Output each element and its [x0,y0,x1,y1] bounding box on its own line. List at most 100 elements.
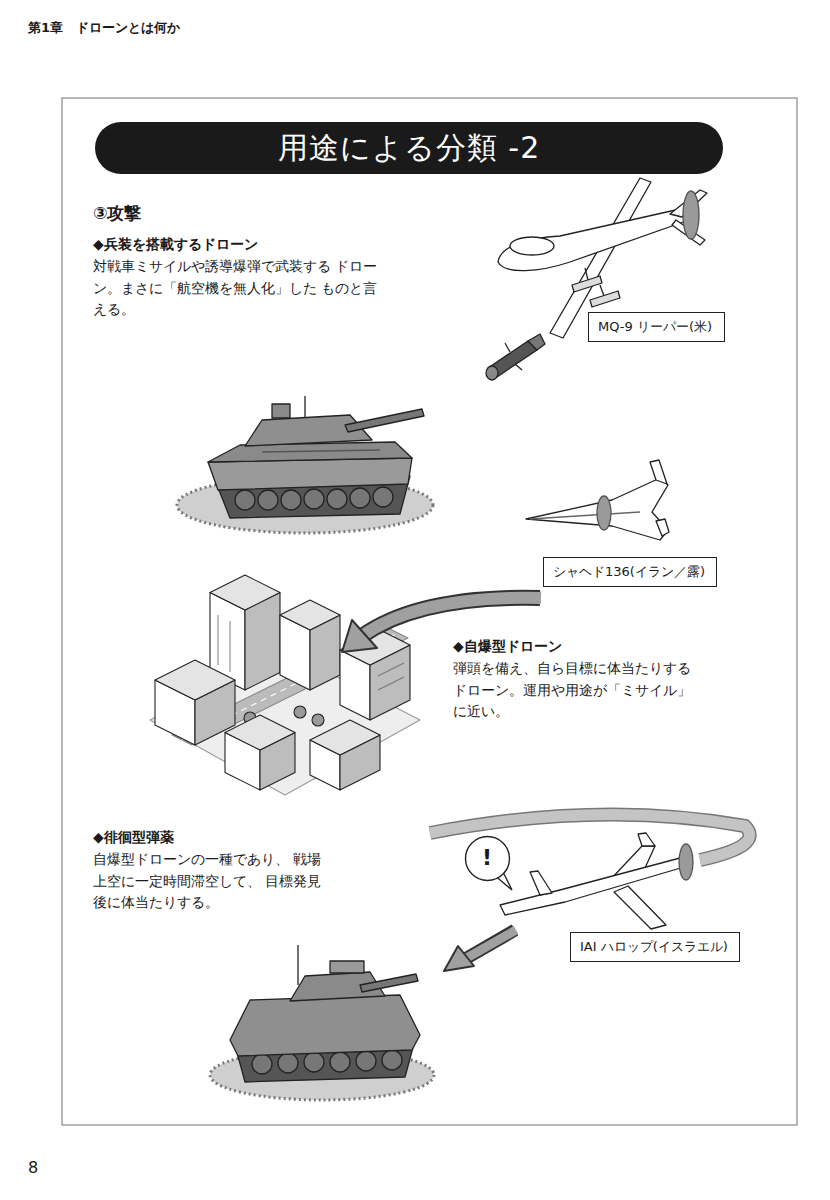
city [210,575,280,610]
armored-vehicle [297,945,298,985]
missile [515,364,522,370]
item-heading: ◆兵装を搭載するドローン [93,234,258,256]
page-number: 8 [28,1158,38,1177]
dive-arrow [444,946,474,971]
attack-arrow [342,620,377,652]
tank [373,487,393,507]
shahed-drone [656,519,669,536]
armored-vehicle [330,961,364,973]
drone-name: MQ-9 リーパー(米) [598,318,715,336]
page-number: 8 [28,1156,38,1181]
item-heading: ◆自爆型ドローン [453,638,562,654]
page-title: 用途による分類 -2 [278,128,540,169]
tank [281,490,301,510]
armored-vehicle [304,1052,324,1072]
harop-drone [638,833,655,846]
body-text: 弾頭を備え、自ら目標に体当たりする ドローン。運用や用途が「ミサイル」 に近い。 [453,660,691,719]
tank [304,396,305,418]
dive-arrow [465,930,516,959]
reaper-drone [572,276,602,292]
chapter-header: 第1章 ドローンとは何か [28,18,180,38]
armored-vehicle [252,1054,272,1074]
item-heading: ◆徘徊型弾薬 [93,827,174,849]
tank [345,409,424,432]
armored-vehicle [330,1052,350,1072]
item-heading: ◆兵装を搭載するドローン [93,236,258,252]
armored-vehicle [210,945,434,1100]
dive-arrow [465,930,515,959]
reaper-drone [600,285,604,296]
harop-drone [679,844,693,880]
city [378,663,404,676]
title-band: 用途による分類 -2 [95,122,723,174]
armored-vehicle [356,1051,376,1071]
chapter-header: 第1章 ドローンとは何か [28,20,180,35]
reaper-drone [585,268,588,280]
city [294,706,306,718]
shahed-drone [526,460,669,540]
drone-name: IAI ハロップ(イスラエル) [580,938,730,956]
body-text: 自爆型ドローンの一種であり、 戦場上空に一定時間滞空して、 目標発見後に体当たり… [93,849,333,914]
tank [327,489,347,509]
shahed-drone [530,512,640,519]
city [312,714,324,726]
body-text: 対戦車ミサイルや誘導爆弾で武装する ドローン。まさに「航空機を無人化」した もの… [93,258,377,317]
armored-vehicle [382,1050,402,1070]
tank [272,404,290,418]
city [225,715,295,750]
body-text: 弾頭を備え、自ら目標に体当たりする ドローン。運用や用途が「ミサイル」 に近い。 [453,658,691,723]
armored-vehicle [230,995,420,1056]
name-tag: シャヘド136(イラン／露) [543,557,717,587]
name-tag: IAI ハロップ(イスラエル) [570,932,740,962]
reaper-drone [498,209,689,271]
tank [235,490,255,510]
alert-bubble: ! [464,835,511,882]
city [155,660,235,700]
harop-drone [614,886,666,929]
drone-name: シャヘド136(イラン／露) [553,563,707,581]
alert-mark: ! [482,843,492,874]
missile [486,334,545,380]
armored-vehicle [360,974,418,992]
tank [258,490,278,510]
page-frame [62,98,797,1125]
city [217,615,218,665]
city [150,575,420,795]
missile [486,366,498,380]
section-heading: ③攻撃 [93,200,141,226]
tank [177,396,433,533]
section-heading: ③攻撃 [93,203,141,223]
tank [350,488,370,508]
harop-drone [500,833,693,929]
harop-drone [500,858,684,915]
body-text: 対戦車ミサイルや誘導爆弾で武装する ドローン。まさに「航空機を無人化」した もの… [93,256,385,321]
reaper-drone [590,291,620,307]
city [378,677,404,690]
tank [208,442,412,462]
shahed-drone [526,478,668,540]
body-text: 自爆型ドローンの一種であり、 戦場上空に一定時間滞空して、 目標発見後に体当たり… [93,851,321,910]
city [310,720,380,755]
dive-arrow [444,930,516,971]
reaper-drone [683,191,699,239]
city [229,621,230,672]
tank [304,489,324,509]
item-heading: ◆自爆型ドローン [453,636,562,658]
attack-arrow [362,598,540,636]
missile [528,334,545,350]
city [280,600,340,630]
attack-arrow [362,598,541,636]
shahed-drone [597,496,611,530]
name-tag: MQ-9 リーパー(米) [588,312,725,342]
item-heading: ◆徘徊型弾薬 [93,829,174,845]
reaper-drone [510,237,554,255]
missile [505,343,510,352]
harop-drone [530,871,552,895]
bubble-outline [465,836,509,880]
armored-vehicle [278,1053,298,1073]
shahed-drone [650,460,667,484]
tank [208,458,412,490]
